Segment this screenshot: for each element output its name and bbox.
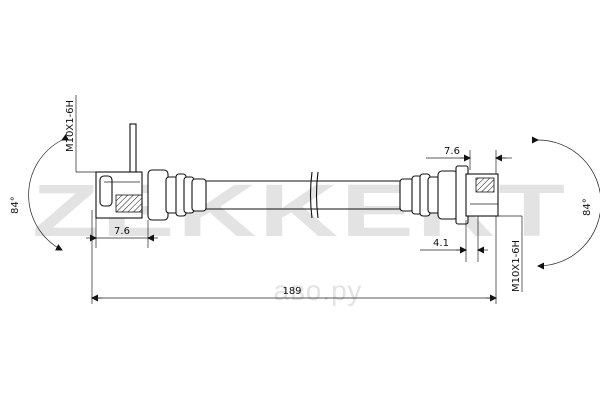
overall-length-dimension: 189 (91, 210, 497, 304)
left-thread-label: M10X1-6H (65, 100, 76, 152)
overall-length-label: 189 (282, 286, 301, 297)
watermark-site: аво.ру (274, 275, 363, 306)
right-angle-label: 84° (582, 198, 593, 216)
left-angle-label: 84° (10, 196, 21, 214)
right-offset-label: 7.6 (444, 146, 460, 157)
left-offset-label: 7.6 (114, 226, 130, 237)
right-ferrule (437, 170, 459, 220)
left-ferrule (147, 169, 169, 221)
left-fitting: 7.6 M10X1-6H 84° (10, 95, 207, 251)
right-hex-label: 4.1 (433, 238, 449, 249)
hose-body (206, 171, 400, 219)
right-fitting: 7.6 4.1 M10X1-6H 84° (399, 136, 600, 292)
right-thread-label: M10X1-6H (511, 240, 522, 292)
